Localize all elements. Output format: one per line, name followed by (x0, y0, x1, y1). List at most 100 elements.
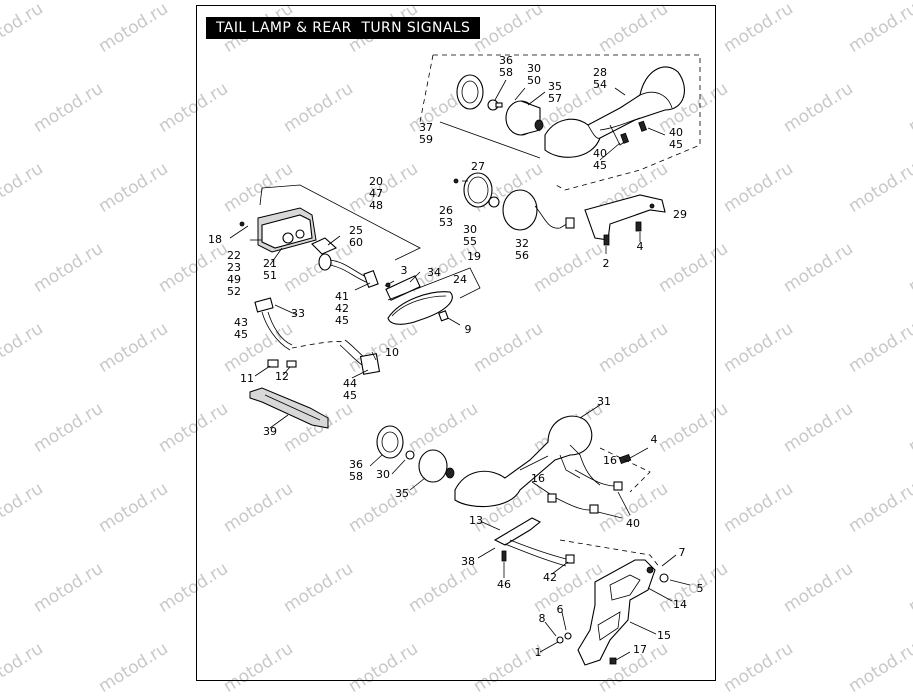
callout-number: 12 (275, 370, 289, 383)
callout-c13: 13 (469, 514, 483, 527)
callout-c19: 19 (467, 250, 481, 263)
callout-number: 52 (227, 285, 241, 298)
callout-number: 59 (419, 133, 433, 146)
lens-32 (502, 189, 538, 231)
callout-number: 36 (349, 458, 363, 471)
callout-number: 35 (548, 80, 562, 93)
callout-c18: 18 (208, 233, 222, 246)
callout-number: 26 (439, 204, 453, 217)
callout-number: 13 (469, 514, 483, 527)
callout-number: 7 (679, 546, 686, 559)
callout-c15: 15 (657, 629, 671, 642)
callout-c6: 6 (557, 603, 564, 616)
callout-number: 4 (651, 433, 658, 446)
callout-number: 40 (626, 517, 640, 530)
callout-number: 30 (463, 223, 477, 236)
retaining-ring-26 (463, 172, 493, 208)
callout-c10: 10 (385, 346, 399, 359)
callout-c8: 8 (539, 612, 546, 625)
lens-36-lower (376, 425, 404, 459)
callout-number: 17 (633, 643, 647, 656)
callout-number: 45 (234, 328, 248, 341)
callout-number: 16 (531, 472, 545, 485)
callout-number: 49 (227, 273, 241, 286)
bracket-13 (493, 517, 542, 546)
bracket-34 (385, 275, 421, 301)
callout-number: 18 (208, 233, 222, 246)
callout-c27: 27 (471, 160, 485, 173)
callout-c7: 7 (679, 546, 686, 559)
callout-number: 39 (263, 425, 277, 438)
callout-number: 31 (597, 395, 611, 408)
callout-number: 27 (471, 160, 485, 173)
callout-c29: 29 (673, 208, 687, 221)
socket-21 (318, 253, 332, 271)
callout-number: 11 (240, 372, 254, 385)
callout-c40: 40 (626, 517, 640, 530)
callout-number: 50 (527, 74, 541, 87)
callout-c12: 12 (275, 370, 289, 383)
callout-number: 19 (467, 250, 481, 263)
callout-number: 24 (453, 273, 467, 286)
lens-36 (456, 74, 484, 110)
callout-number: 40 (593, 147, 607, 160)
callout-number: 16 (603, 454, 617, 467)
callout-number: 36 (499, 54, 513, 67)
callout-number: 35 (395, 487, 409, 500)
callout-c2: 2 (603, 257, 610, 270)
callout-c24: 24 (453, 273, 467, 286)
callout-c16a: 16 (603, 454, 617, 467)
callout-number: 45 (343, 389, 357, 402)
callout-number: 29 (673, 208, 687, 221)
license-bracket-group (493, 517, 669, 666)
mount-bracket-29 (584, 194, 666, 241)
callout-number: 8 (539, 612, 546, 625)
callout-c16b: 16 (531, 472, 545, 485)
turn-signal-bar-28 (544, 66, 685, 158)
callout-number: 53 (439, 216, 453, 229)
callout-number: 54 (593, 78, 607, 91)
wiring-group (249, 297, 381, 429)
callout-number: 15 (657, 629, 671, 642)
callout-c4a: 4 (637, 240, 644, 253)
callout-c5: 5 (697, 582, 704, 595)
callout-number: 60 (349, 236, 363, 249)
callout-c14: 14 (673, 598, 687, 611)
callout-number: 20 (369, 175, 383, 188)
callout-number: 55 (463, 235, 477, 248)
diagram-title: TAIL LAMP & REAR TURN SIGNALS (206, 17, 481, 39)
callout-number: 58 (349, 470, 363, 483)
connector-43 (254, 297, 274, 313)
callout-number: 45 (335, 314, 349, 327)
terminal-12 (286, 360, 297, 368)
callout-number: 48 (369, 199, 383, 212)
callout-c3: 3 (401, 264, 408, 277)
terminal-11 (267, 359, 279, 368)
callout-number: 25 (349, 224, 363, 237)
callout-c33: 33 (291, 307, 305, 320)
housing-35-lower (418, 449, 448, 483)
callout-c46: 46 (497, 578, 511, 591)
callout-c17: 17 (633, 643, 647, 656)
callout-number: 40 (669, 126, 683, 139)
callout-c9: 9 (465, 323, 472, 336)
callout-number: 10 (385, 346, 399, 359)
upper-turn-signal-group (419, 54, 701, 191)
connector-10 (359, 353, 381, 375)
callout-c35: 35 (395, 487, 409, 500)
callout-number: 33 (291, 307, 305, 320)
callout-number: 45 (593, 159, 607, 172)
callout-number: 2 (603, 257, 610, 270)
callout-number: 56 (515, 249, 529, 262)
